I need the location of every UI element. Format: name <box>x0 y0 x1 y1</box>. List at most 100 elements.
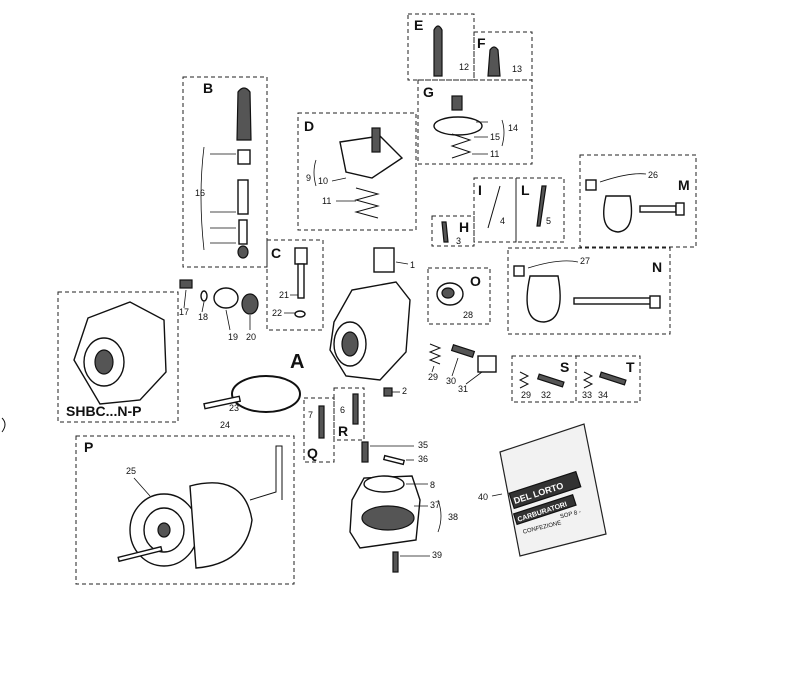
part-9-label: 9 <box>306 173 311 183</box>
model-variant-frame <box>57 291 179 423</box>
part-29a-label: 29 <box>428 372 438 382</box>
jet-b-3 <box>237 245 249 259</box>
throttle-cap <box>373 247 395 273</box>
leader-c <box>284 294 298 314</box>
part-35-label: 35 <box>418 440 428 450</box>
leader-d <box>313 159 356 202</box>
part-36-label: 36 <box>418 454 428 464</box>
carburetor-bore-inner <box>341 331 359 357</box>
washer-c <box>294 310 306 318</box>
group-s-letter: S <box>560 359 569 375</box>
leader-b <box>200 146 236 251</box>
part-30-label: 30 <box>446 376 456 386</box>
bolt-m <box>639 205 677 213</box>
jet-q <box>318 405 325 439</box>
part-17-label: 17 <box>179 307 189 317</box>
group-b-frame <box>182 76 268 268</box>
screw-t <box>598 371 627 386</box>
part-20-label: 20 <box>246 332 256 342</box>
group-b-letter: B <box>203 80 213 96</box>
screw-30 <box>450 343 476 359</box>
part-28-label: 28 <box>463 310 473 320</box>
group-h-frame <box>431 215 475 247</box>
model-variant-label: SHBC...N-P <box>66 403 141 419</box>
variant-bore-inner <box>94 349 114 375</box>
group-o-letter: O <box>470 273 481 289</box>
group-m-letter: M <box>678 177 690 193</box>
spring-s <box>518 371 530 389</box>
part-37-label: 37 <box>430 500 440 510</box>
group-p-frame <box>75 435 295 585</box>
air-filter-hub <box>157 522 171 538</box>
part-15-label: 15 <box>490 132 500 142</box>
spring-t <box>582 371 594 389</box>
screw-s <box>536 373 565 388</box>
part-1-label: 1 <box>410 260 415 270</box>
part-40-label: 40 <box>478 492 488 502</box>
group-c-letter: C <box>271 245 281 261</box>
jet-r <box>352 393 359 425</box>
bolt-m-head <box>675 202 685 216</box>
bag-sub-band <box>512 493 577 526</box>
group-r-frame <box>333 387 365 441</box>
jet-b-1 <box>237 179 249 215</box>
part-4-label: 4 <box>500 216 505 226</box>
part-34-label: 34 <box>598 390 608 400</box>
jet-b-2 <box>238 219 248 245</box>
needle-holder-b <box>237 149 251 165</box>
gasket-20 <box>241 293 259 315</box>
leader-17-20 <box>183 289 251 331</box>
part-32-label: 32 <box>541 390 551 400</box>
float-chamber-top <box>363 475 405 493</box>
nut-n <box>513 265 525 277</box>
group-l-letter: L <box>521 182 530 198</box>
cover-d-post <box>371 127 381 153</box>
group-d-letter: D <box>304 118 314 134</box>
group-t-letter: T <box>626 359 635 375</box>
part-11b-label: 11 <box>490 149 499 159</box>
part-7-label: 7 <box>308 410 313 420</box>
part-26-label: 26 <box>648 170 658 180</box>
leader-29-31 <box>431 357 483 385</box>
part-18-label: 18 <box>198 312 208 322</box>
group-q-frame <box>303 397 335 463</box>
pin-36 <box>382 454 406 466</box>
group-c-frame <box>266 239 324 331</box>
part-31-label: 31 <box>458 384 468 394</box>
group-g-frame <box>417 79 533 165</box>
group-g-letter: G <box>423 84 434 100</box>
group-n-letter: N <box>652 259 662 275</box>
cover-g-screw <box>451 95 463 111</box>
part-3-label: 3 <box>456 236 461 246</box>
part-16-label: 16 <box>195 188 205 198</box>
part-22-label: 22 <box>272 308 282 318</box>
needle-i <box>487 185 501 229</box>
spring-g <box>450 133 472 159</box>
group-f-letter: F <box>477 35 486 51</box>
group-l-frame <box>515 177 565 243</box>
group-p-letter: P <box>84 439 93 455</box>
float-pin-c <box>297 263 305 299</box>
leader-1 <box>395 261 409 265</box>
part-19-label: 19 <box>228 332 238 342</box>
group-t-frame <box>575 355 641 403</box>
clamp-n <box>526 275 561 323</box>
bolt-n <box>573 297 655 305</box>
group-i-letter: I <box>478 182 482 198</box>
part-12-label: 12 <box>459 62 469 72</box>
slide-valve-f <box>487 46 501 77</box>
group-h-letter: H <box>459 219 469 235</box>
group-o-frame <box>427 267 491 325</box>
part-13-label: 13 <box>512 64 522 74</box>
air-filter-bolt <box>117 545 163 563</box>
bag-line-2: SOP 8 - <box>560 509 582 520</box>
clamp-m <box>603 195 633 233</box>
part-11a-label: 11 <box>322 196 331 206</box>
float-needle-c <box>294 247 308 265</box>
banjo-19 <box>213 287 239 309</box>
group-e-letter: E <box>414 17 423 33</box>
part-25-label: 25 <box>126 466 136 476</box>
spring-29 <box>428 343 442 365</box>
bag-brand-band <box>508 470 582 510</box>
